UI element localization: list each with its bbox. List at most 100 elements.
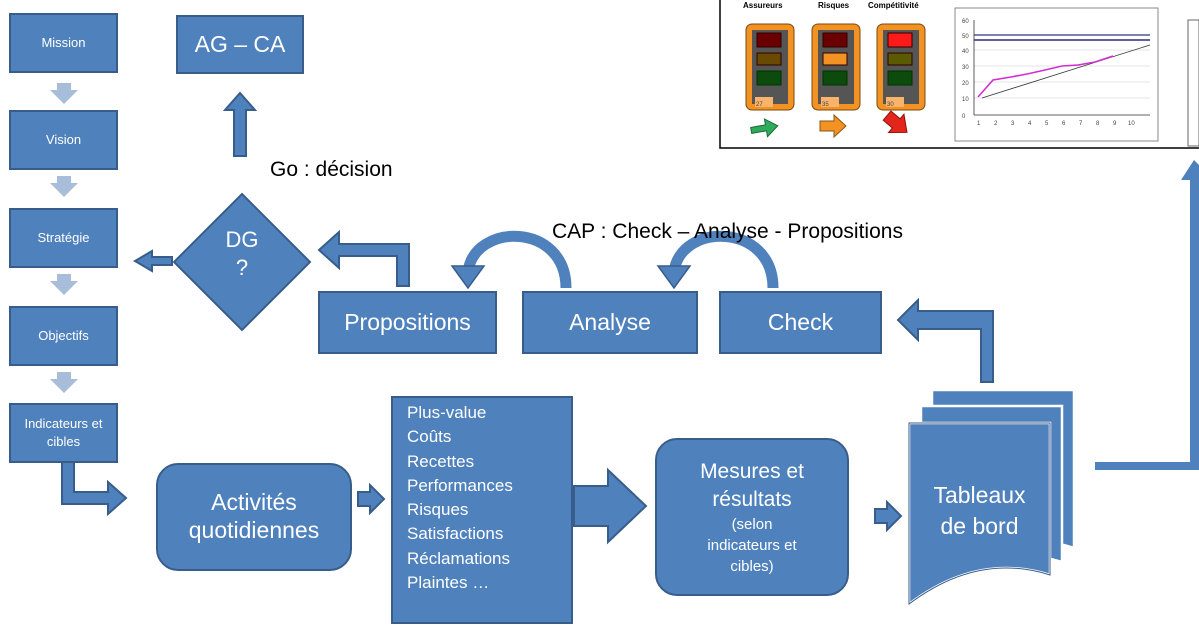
box-propositions-label: Propositions: [344, 308, 471, 335]
box-indicateurs-line2: cibles: [46, 434, 81, 449]
box-vision: Vision: [9, 110, 118, 170]
box-mission-label: Mission: [41, 35, 86, 51]
list-item: Satisfactions: [407, 524, 504, 544]
x-tick: 3: [1011, 121, 1015, 127]
gauge-competitivite: 30: [876, 23, 926, 111]
indicator-list: Plus-value Coûts Recettes Performances R…: [391, 396, 573, 624]
arrow-activites-to-list: [357, 482, 386, 516]
x-tick: 7: [1079, 121, 1083, 127]
tableaux-label: Tableaux de bord: [909, 480, 1050, 542]
arrow-indicateurs-to-activites: [61, 461, 128, 517]
dashboard-right-panel: [1187, 19, 1199, 147]
list-item: Réclamations: [407, 548, 510, 568]
box-activites-line2: quotidiennes: [188, 517, 320, 543]
gauge-label-competitivite: Compétitivité: [868, 1, 919, 10]
box-indicateurs: Indicateurs et cibles: [9, 403, 118, 463]
measure-series: [977, 55, 1114, 98]
curve-head-propositions: [450, 265, 486, 290]
curve-check-analyse: [668, 230, 779, 289]
tableaux-line1: Tableaux: [933, 482, 1026, 508]
arrow-dg-to-agca: [222, 91, 258, 157]
curve-head-analyse: [656, 265, 692, 290]
trend-arrow-right-icon: [819, 113, 847, 139]
box-mesures-line5: cibles): [730, 557, 774, 575]
tableaux-documents: [907, 388, 1076, 607]
trend-line: [981, 44, 1151, 99]
document-front-outline: [908, 422, 1051, 606]
y-tick: 50: [962, 34, 969, 40]
cap-label: CAP : Check – Analyse - Propositions: [552, 220, 903, 243]
gauge-label-assureurs: Assureurs: [743, 1, 783, 10]
box-activites: Activités quotidiennes: [156, 463, 352, 571]
box-analyse-label: Analyse: [569, 308, 651, 335]
y-tick: 60: [962, 19, 969, 25]
dashboard-line-chart: 0 10 20 30 40 50 60 1 2 3 4 5 6 7 8 9 10: [954, 7, 1159, 142]
go-decision-label: Go : décision: [270, 158, 393, 181]
gauge-value-assureurs: 27: [756, 102, 763, 108]
box-mesures-line2: résultats: [712, 487, 792, 511]
box-check: Check: [719, 291, 882, 354]
x-tick: 10: [1128, 121, 1135, 127]
x-tick: 9: [1113, 121, 1117, 127]
x-tick: 4: [1028, 121, 1032, 127]
list-item: Performances: [407, 475, 513, 495]
box-ag-ca-label: AG – CA: [194, 30, 286, 57]
box-mesures: Mesures et résultats (selon indicateurs …: [655, 438, 849, 596]
box-objectifs: Objectifs: [9, 306, 118, 366]
x-tick: 8: [1096, 121, 1100, 127]
curve-analyse-propositions: [462, 230, 572, 289]
y-tick: 10: [962, 97, 969, 103]
arrow-mesures-to-tableaux: [874, 499, 903, 533]
x-tick: 1: [977, 121, 981, 127]
gauge-value-risques: 35: [822, 102, 829, 108]
chart-x-ticks: 1 2 3 4 5 6 7 8 9 10: [977, 121, 1135, 127]
arrow-mission-vision: [50, 83, 78, 104]
box-indicateurs-line1: Indicateurs et: [24, 416, 103, 432]
y-tick: 20: [962, 81, 969, 87]
box-analyse: Analyse: [522, 291, 698, 354]
dg-label-line1: DG: [225, 227, 259, 252]
list-item: Risques: [407, 500, 469, 520]
trend-arrow-up-right-icon: [750, 118, 779, 138]
trend-arrow-down-right-icon: [882, 110, 908, 134]
box-mesures-line3: (selon: [731, 515, 773, 533]
chart-y-ticks: 0 10 20 30 40 50 60: [962, 19, 969, 120]
box-propositions: Propositions: [318, 291, 497, 354]
box-strategie-label: Stratégie: [37, 230, 90, 246]
arrow-tableaux-to-check: [896, 297, 994, 383]
list-item: Coûts: [407, 427, 452, 447]
y-tick: 0: [962, 114, 966, 120]
x-tick: 5: [1045, 121, 1049, 127]
box-objectifs-label: Objectifs: [38, 328, 89, 344]
gauge-risques: 35: [811, 23, 861, 111]
y-tick: 30: [962, 65, 969, 71]
arrow-list-to-mesures: [573, 467, 648, 545]
list-item: Plus-value: [407, 403, 487, 422]
gauge-label-risques: Risques: [818, 1, 850, 10]
y-tick: 40: [962, 49, 969, 55]
tableaux-line2: de bord: [940, 513, 1019, 539]
box-strategie: Stratégie: [9, 208, 118, 268]
box-vision-label: Vision: [45, 132, 82, 148]
list-item: Recettes: [407, 451, 475, 471]
box-mission: Mission: [9, 13, 118, 73]
box-check-label: Check: [767, 308, 834, 335]
box-activites-line1: Activités: [211, 489, 297, 516]
dg-label: DG ?: [212, 226, 272, 282]
curved-arrows: [462, 230, 779, 289]
arrow-propositions-to-dg: [317, 229, 410, 287]
x-tick: 2: [994, 121, 998, 127]
gauge-assureurs: 27: [745, 23, 795, 111]
arrow-dg-to-strategie: [133, 249, 173, 273]
light-arrows: [50, 83, 78, 393]
gauge-value-competitivite: 30: [887, 102, 894, 108]
box-mesures-line4: indicateurs et: [707, 536, 797, 554]
box-mesures-line1: Mesures et: [700, 459, 804, 483]
x-tick: 6: [1062, 121, 1066, 127]
arrow-strategie-objectifs: [50, 274, 78, 295]
box-ag-ca: AG – CA: [176, 15, 304, 74]
dg-label-line2: ?: [235, 255, 249, 280]
